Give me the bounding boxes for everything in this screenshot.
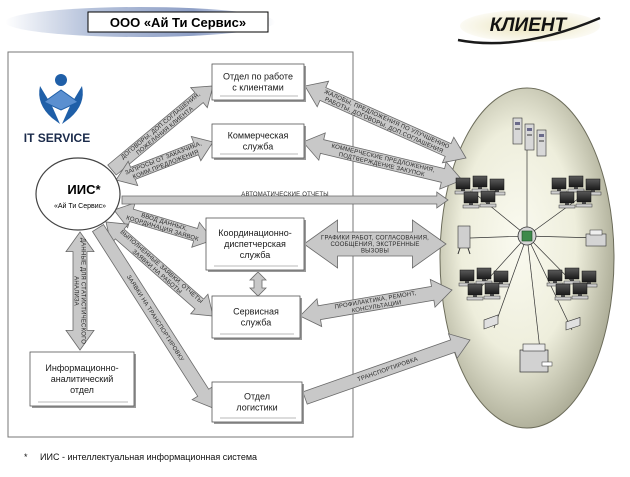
cluster-top-right-pc-1 (550, 177, 568, 195)
cluster-top-left-pc-5 (479, 190, 497, 208)
network-link (469, 235, 528, 239)
box-coordination-line: Координационно- (218, 228, 291, 238)
arrow-clients-client (304, 80, 467, 164)
logo-caption: IT SERVICE (24, 131, 90, 145)
box-logistics-line: Отдел (244, 392, 270, 402)
label-coordination-client-line: СООБЩЕНИЯ, ЭКСТРЕННЫЕ (330, 242, 419, 248)
client-network (454, 117, 607, 373)
cluster-top-right-pc-2 (567, 175, 585, 193)
footnote-text: ИИС - интеллектуальная информационная си… (40, 452, 258, 462)
cluster-top-left-pc-1 (454, 177, 472, 195)
box-commercial-line: Коммерческая (228, 131, 289, 141)
arrow-coordination-client (303, 219, 447, 269)
network-link (493, 235, 528, 329)
cluster-top-left-pc-2 (471, 175, 489, 193)
box-analytics-line: Информационно- (45, 363, 118, 373)
iis-node: ИИС* «Ай Ти Сервис» (35, 157, 121, 231)
network-link (479, 235, 528, 289)
label-coordination-client-line: ГРАФИКИ РАБОТ, СОГЛАСОВАНИЯ, (321, 236, 429, 242)
footnote-star: * (24, 452, 28, 462)
network-hub-icon (517, 226, 537, 246)
label-coordination-client: ГРАФИКИ РАБОТ, СОГЛАСОВАНИЯ,СООБЩЕНИЯ, Э… (321, 236, 429, 255)
cluster-bottom-right-pc-4 (554, 283, 572, 301)
cluster-bottom-left-pc-5 (483, 282, 501, 300)
arrow-logistics-client (302, 333, 471, 405)
iis-subtitle: «Ай Ти Сервис» (54, 202, 106, 210)
arrow-auto-reports (121, 191, 449, 209)
cluster-top-right-pc-5 (575, 190, 593, 208)
company-title: ООО «Ай Ти Сервис» (110, 15, 246, 30)
network-link (526, 235, 579, 289)
box-client-relations-line: с клиентами (232, 83, 284, 93)
server-2 (524, 123, 535, 151)
cluster-bottom-right-pc-5 (571, 282, 589, 300)
cluster-bottom-right-pc-2 (563, 267, 581, 285)
footnote: * ИИС - интеллектуальная информационная … (24, 452, 257, 462)
person-icon (55, 74, 67, 86)
label-coordination-client-line: ВЫЗОВЫ (361, 249, 389, 255)
cluster-bottom-right-pc-1 (546, 269, 564, 287)
server-3 (536, 129, 547, 157)
server-1 (512, 117, 523, 145)
box-analytics-line: отдел (70, 385, 94, 395)
plotter-icon (457, 225, 471, 255)
arrow-service-client (299, 278, 453, 328)
box-logistics-line: логистики (236, 403, 277, 413)
cluster-top-left-pc-4 (462, 191, 480, 209)
cluster-bottom-left-pc-2 (475, 267, 493, 285)
arrow-iis-analytics (65, 231, 95, 351)
box-client-relations-line: Отдел по работе (223, 72, 293, 82)
scanner-icon (565, 317, 581, 331)
iis-title: ИИС* (67, 182, 101, 197)
box-service-line: служба (241, 318, 271, 328)
box-coordination-line: служба (240, 250, 270, 260)
label-iis-analytics-line: АНАЛИЗА (73, 276, 79, 306)
cluster-top-right-pc-4 (558, 191, 576, 209)
header-band: ООО «Ай Ти Сервис» (5, 7, 275, 37)
client-title: КЛИЕНТ (490, 15, 568, 36)
arrow-iis-to-clients (107, 85, 214, 176)
scanner-icon (483, 314, 499, 330)
cluster-top-right-pc-3 (584, 178, 602, 196)
box-commercial-line: служба (243, 142, 273, 152)
label-iis-analytics-line: ДАННЫЕ ДЛЯ СТАТИСТИЧЕСКОГО (79, 238, 85, 344)
client-ellipse (439, 87, 615, 429)
network-link (526, 235, 541, 351)
box-coordination-line: диспетчерская (224, 239, 286, 249)
client-logo: КЛИЕНТ (457, 10, 601, 45)
it-service-logo: IT SERVICE (24, 74, 90, 145)
cluster-bottom-left-pc-1 (458, 269, 476, 287)
cluster-bottom-left-pc-4 (466, 283, 484, 301)
copier-icon (519, 343, 553, 373)
printer-icon (585, 229, 607, 247)
label-auto-reports-line: АВТОМАТИЧЕСКИЕ ОТЧЕТЫ (241, 192, 329, 198)
box-analytics-line: аналитический (51, 374, 114, 384)
label-auto-reports: АВТОМАТИЧЕСКИЕ ОТЧЕТЫ (241, 192, 329, 198)
box-service-line: Сервисная (233, 307, 279, 317)
